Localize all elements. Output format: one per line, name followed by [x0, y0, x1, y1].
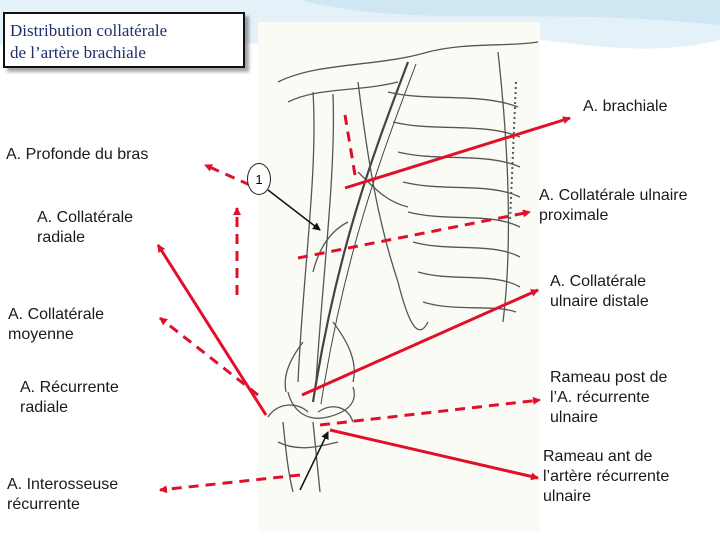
label-interosseuse-line-2: récurrente	[7, 496, 80, 513]
label-interosseuse-recurrente: A. Interosseuse récurrente	[7, 475, 118, 515]
label-rameau-post-line-1: Rameau post de	[550, 369, 668, 386]
label-rameau-post: Rameau post de l’A. récurrente ulnaire	[550, 368, 667, 428]
label-rameau-ant: Rameau ant de l’artère récurrente ulnair…	[543, 447, 669, 507]
label-collaterale-ulnaire-proximale: A. Collatérale ulnaire proximale	[539, 186, 688, 226]
label-rameau-ant-line-3: ulnaire	[543, 488, 592, 505]
title-line-1: Distribution collatérale	[10, 21, 168, 40]
label-cu-distale-line-2: ulnaire distale	[550, 293, 649, 310]
arrow-profonde-du-bras	[204, 163, 251, 187]
label-brachiale-line-1: A. brachiale	[583, 98, 668, 115]
label-rameau-ant-line-2: l’artère récurrente	[543, 468, 670, 485]
label-profonde-line-1: A. Profonde du bras	[6, 146, 149, 163]
label-interosseuse-line-1: A. Interosseuse	[7, 476, 119, 493]
label-rameau-post-line-3: ulnaire	[550, 409, 599, 426]
label-rameau-post-line-2: l’A. récurrente	[550, 389, 650, 406]
label-recurrente-radiale: A. Récurrente radiale	[20, 378, 119, 418]
label-recurrente-radiale-line-2: radiale	[20, 399, 69, 416]
label-cu-proximale-line-1: A. Collatérale ulnaire	[539, 187, 688, 204]
arm-anatomy-illustration	[258, 22, 540, 532]
label-collaterale-moyenne-line-2: moyenne	[8, 326, 74, 343]
label-recurrente-radiale-line-1: A. Récurrente	[20, 379, 119, 396]
label-collaterale-radiale: A. Collatérale radiale	[37, 208, 133, 248]
label-cu-proximale-line-2: proximale	[539, 207, 609, 224]
label-collaterale-moyenne: A. Collatérale moyenne	[8, 305, 104, 345]
label-collaterale-radiale-line-2: radiale	[37, 229, 86, 246]
label-collaterale-moyenne-line-1: A. Collatérale	[8, 306, 105, 323]
label-profonde-du-bras: A. Profonde du bras	[6, 145, 148, 165]
label-collaterale-ulnaire-distale: A. Collatérale ulnaire distale	[550, 272, 649, 312]
title-box: Distribution collatérale de l’artère bra…	[3, 12, 245, 68]
marker-number-1: 1	[247, 163, 271, 195]
arrow-recurrente-radiale	[159, 316, 259, 397]
arrow-collaterale-moyenne	[156, 244, 268, 416]
label-cu-distale-line-1: A. Collatérale	[550, 273, 647, 290]
label-rameau-ant-line-1: Rameau ant de	[543, 448, 653, 465]
label-collaterale-radiale-line-1: A. Collatérale	[37, 209, 134, 226]
title-line-2: de l’artère brachiale	[10, 43, 146, 62]
label-brachiale: A. brachiale	[583, 97, 668, 117]
